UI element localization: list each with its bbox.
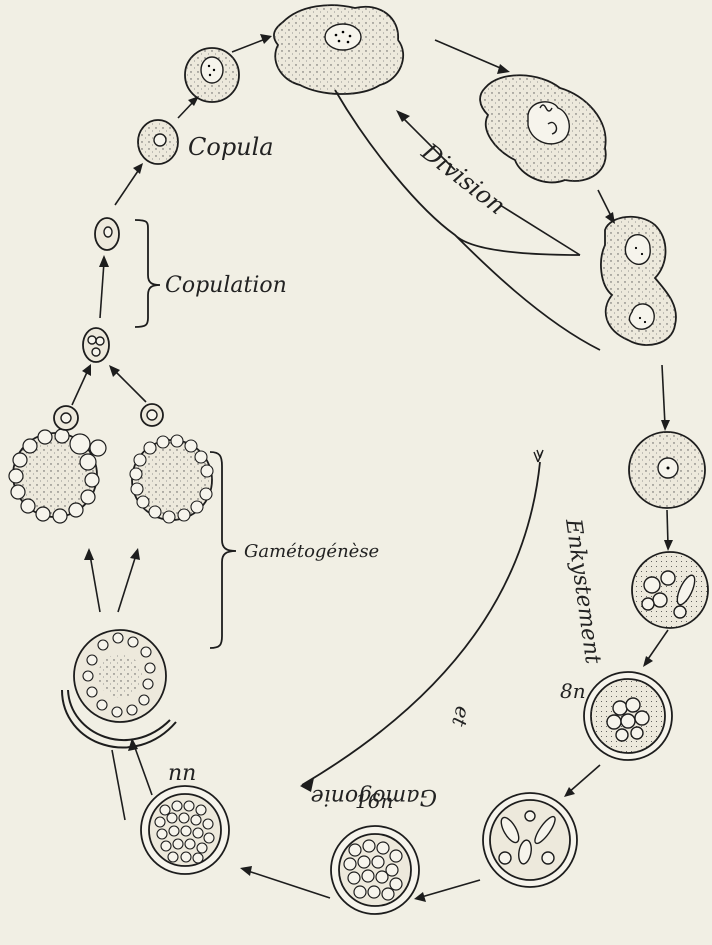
label-nn: nn	[168, 761, 196, 786]
copula-cell	[138, 120, 178, 164]
gamete-left	[54, 406, 78, 430]
young-trophozoite	[185, 48, 239, 102]
trophozoite-large	[274, 5, 403, 94]
zygote	[83, 328, 109, 362]
label-gamogonie: Gamogonie	[311, 784, 437, 809]
dividing-cell-1	[480, 75, 606, 182]
enkystement-arc	[302, 462, 540, 785]
gametogenese-brace	[210, 452, 236, 648]
label-enkystement: Enkystement	[560, 516, 605, 665]
cyst-sporozoites	[483, 793, 577, 887]
rounded-cell	[629, 432, 705, 508]
cyst-opening	[62, 630, 176, 747]
label-gametogenese: Gamétogénèse	[244, 541, 379, 562]
label-copulation: Copulation	[165, 273, 287, 298]
cyst-16n	[331, 826, 419, 914]
label-et: et	[447, 704, 476, 730]
copula-small	[95, 218, 119, 250]
label-8n: 8n	[560, 679, 586, 703]
cyst-8n	[584, 672, 672, 760]
cyst-early	[632, 552, 708, 628]
gamete-cluster-left	[9, 429, 106, 523]
gamete-right	[141, 404, 163, 426]
cyst-nn	[141, 786, 229, 874]
label-division: Division	[416, 137, 511, 220]
gamete-cluster-right	[130, 435, 213, 523]
dividing-cell-2	[601, 217, 676, 345]
label-copula: Copula	[188, 133, 274, 161]
copulation-brace	[135, 220, 160, 327]
